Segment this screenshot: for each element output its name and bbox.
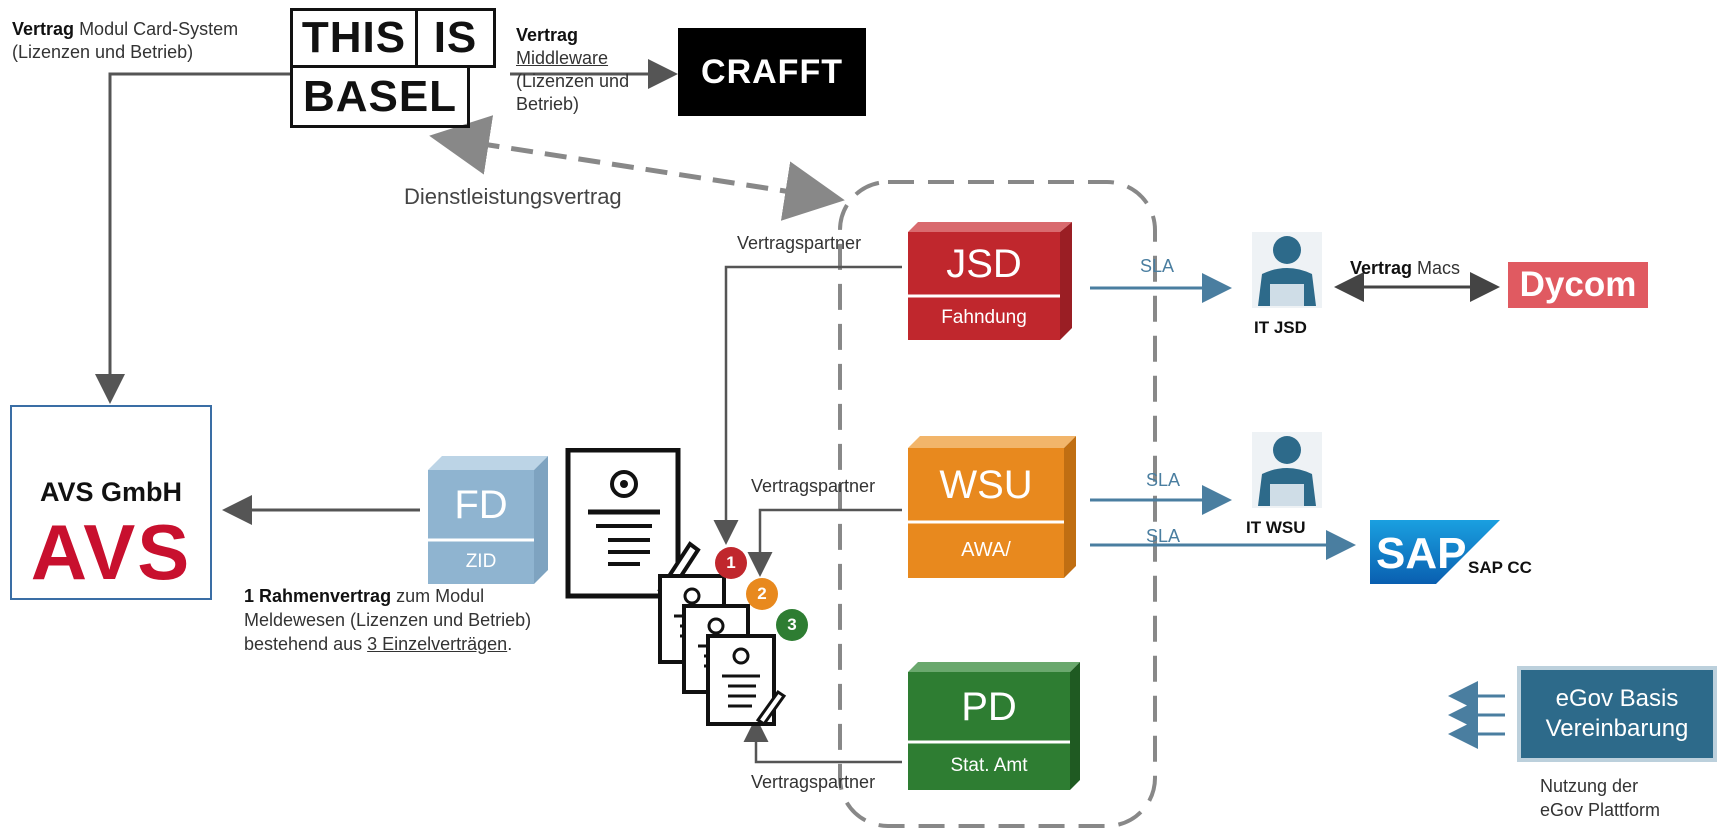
- fd-sub: ZID: [465, 551, 497, 572]
- crafft-logo: CRAFFT: [678, 28, 866, 116]
- framework-contract-bold: 1 Rahmenvertrag: [244, 586, 392, 606]
- pd-partner-line: [743, 717, 902, 764]
- department-group-border: [838, 180, 1157, 828]
- contract-documents-icon: [565, 448, 787, 727]
- dycom-logo: Dycom: [1508, 262, 1648, 308]
- card-contract-rest: Modul Card-System: [79, 19, 239, 39]
- avs-gmbh-box: AVS GmbH AVS: [10, 405, 212, 600]
- service-contract-arrow: [429, 115, 845, 221]
- egov-note: Nutzung der eGov Plattform: [1540, 774, 1660, 822]
- sla-label-jsd: SLA: [1140, 256, 1175, 276]
- macs-contract-rest: Macs: [1412, 258, 1461, 278]
- framework-contract-text: 1 Rahmenvertrag zum Modul Meldewesen (Li…: [244, 584, 531, 656]
- framework-contract-line3-suffix: .: [507, 634, 513, 654]
- individual-contracts-link: 3 Einzelverträgen: [367, 634, 508, 654]
- avs-logo: AVS: [30, 508, 192, 596]
- badge-1: 1: [715, 547, 747, 579]
- egov-line-1: eGov Basis: [1555, 685, 1679, 712]
- wsu-cube: WSU AWA/: [908, 436, 1076, 578]
- logo-cell-basel: BASEL: [290, 65, 470, 128]
- jsd-title: JSD: [946, 241, 1022, 286]
- jsd-cube-shape: [908, 222, 1072, 340]
- middleware-line2: (Lizenzen und: [516, 71, 630, 91]
- sap-logo: SAP: [1370, 520, 1500, 584]
- middleware-line3: Betrieb): [516, 94, 580, 114]
- pd-cube: PD Stat. Amt: [908, 662, 1080, 790]
- sla-label-wsu: SLA: [1146, 470, 1181, 490]
- it-wsu-label: IT WSU: [1246, 518, 1306, 537]
- pd-sub: Stat. Amt: [950, 755, 1028, 776]
- card-contract-line2: (Lizenzen und Betrieb): [12, 42, 194, 62]
- pd-title: PD: [961, 684, 1017, 729]
- jsd-cube: JSD Fahndung: [908, 222, 1072, 340]
- logo-cell-is: IS: [415, 8, 496, 68]
- egov-note-line2: eGov Plattform: [1540, 800, 1661, 820]
- sap-cc-label: SAP CC: [1468, 558, 1532, 577]
- macs-contract-label: Vertrag Macs: [1350, 258, 1460, 279]
- contract-document-3-icon: [706, 634, 787, 727]
- card-system-contract-arrow: [95, 72, 290, 404]
- wsu-cube-shape: [908, 436, 1076, 578]
- card-system-contract-label: Vertrag Modul Card-System (Lizenzen und …: [12, 18, 238, 64]
- it-wsu-person-icon: [1252, 432, 1322, 508]
- egov-basis-box: eGov Basis Vereinbarung: [1517, 666, 1717, 762]
- it-jsd-label: IT JSD: [1254, 318, 1307, 337]
- badge-3: 3: [776, 609, 808, 641]
- jsd-partner-label: Vertragspartner: [737, 233, 862, 253]
- sap-logo-text: SAP: [1376, 529, 1466, 578]
- wsu-partner-line: [747, 508, 902, 577]
- middleware-line1: Middleware: [516, 48, 609, 68]
- sla-label-sap: SLA: [1146, 526, 1181, 546]
- wsu-partner-label: Vertragspartner: [751, 476, 876, 496]
- framework-contract-rest: zum Modul: [391, 586, 485, 606]
- fd-cube: FD ZID: [428, 456, 548, 584]
- card-contract-bold: Vertrag: [12, 19, 75, 39]
- logo-cell-this: THIS: [290, 8, 418, 68]
- fd-title: FD: [454, 482, 508, 527]
- avs-name: AVS GmbH: [39, 477, 182, 507]
- jsd-partner-line: [713, 265, 902, 545]
- wsu-sub: AWA/: [961, 538, 1011, 561]
- egov-line-2: Vereinbarung: [1545, 715, 1689, 742]
- middleware-contract-bold: Vertrag: [516, 25, 579, 45]
- macs-contract-bold: Vertrag: [1350, 258, 1413, 278]
- pd-cube-shape: [908, 662, 1080, 790]
- service-contract-label: Dienstleistungsvertrag: [404, 184, 622, 209]
- wsu-title: WSU: [939, 462, 1033, 507]
- badge-2: 2: [746, 578, 778, 610]
- it-jsd-person-icon: [1252, 232, 1322, 308]
- framework-contract-line2: Meldewesen (Lizenzen und Betrieb): [244, 610, 532, 630]
- pd-partner-label: Vertragspartner: [751, 772, 876, 792]
- fd-cube-shape: [428, 456, 548, 584]
- framework-contract-line3-prefix: bestehend aus: [244, 634, 368, 654]
- jsd-sub: Fahndung: [941, 307, 1027, 328]
- middleware-contract-label: Vertrag Middleware (Lizenzen und Betrieb…: [516, 24, 629, 116]
- egov-note-line1: Nutzung der: [1540, 776, 1639, 796]
- this-is-basel-logo: THIS IS BASEL: [290, 8, 496, 128]
- framework-document-icon: [565, 448, 701, 599]
